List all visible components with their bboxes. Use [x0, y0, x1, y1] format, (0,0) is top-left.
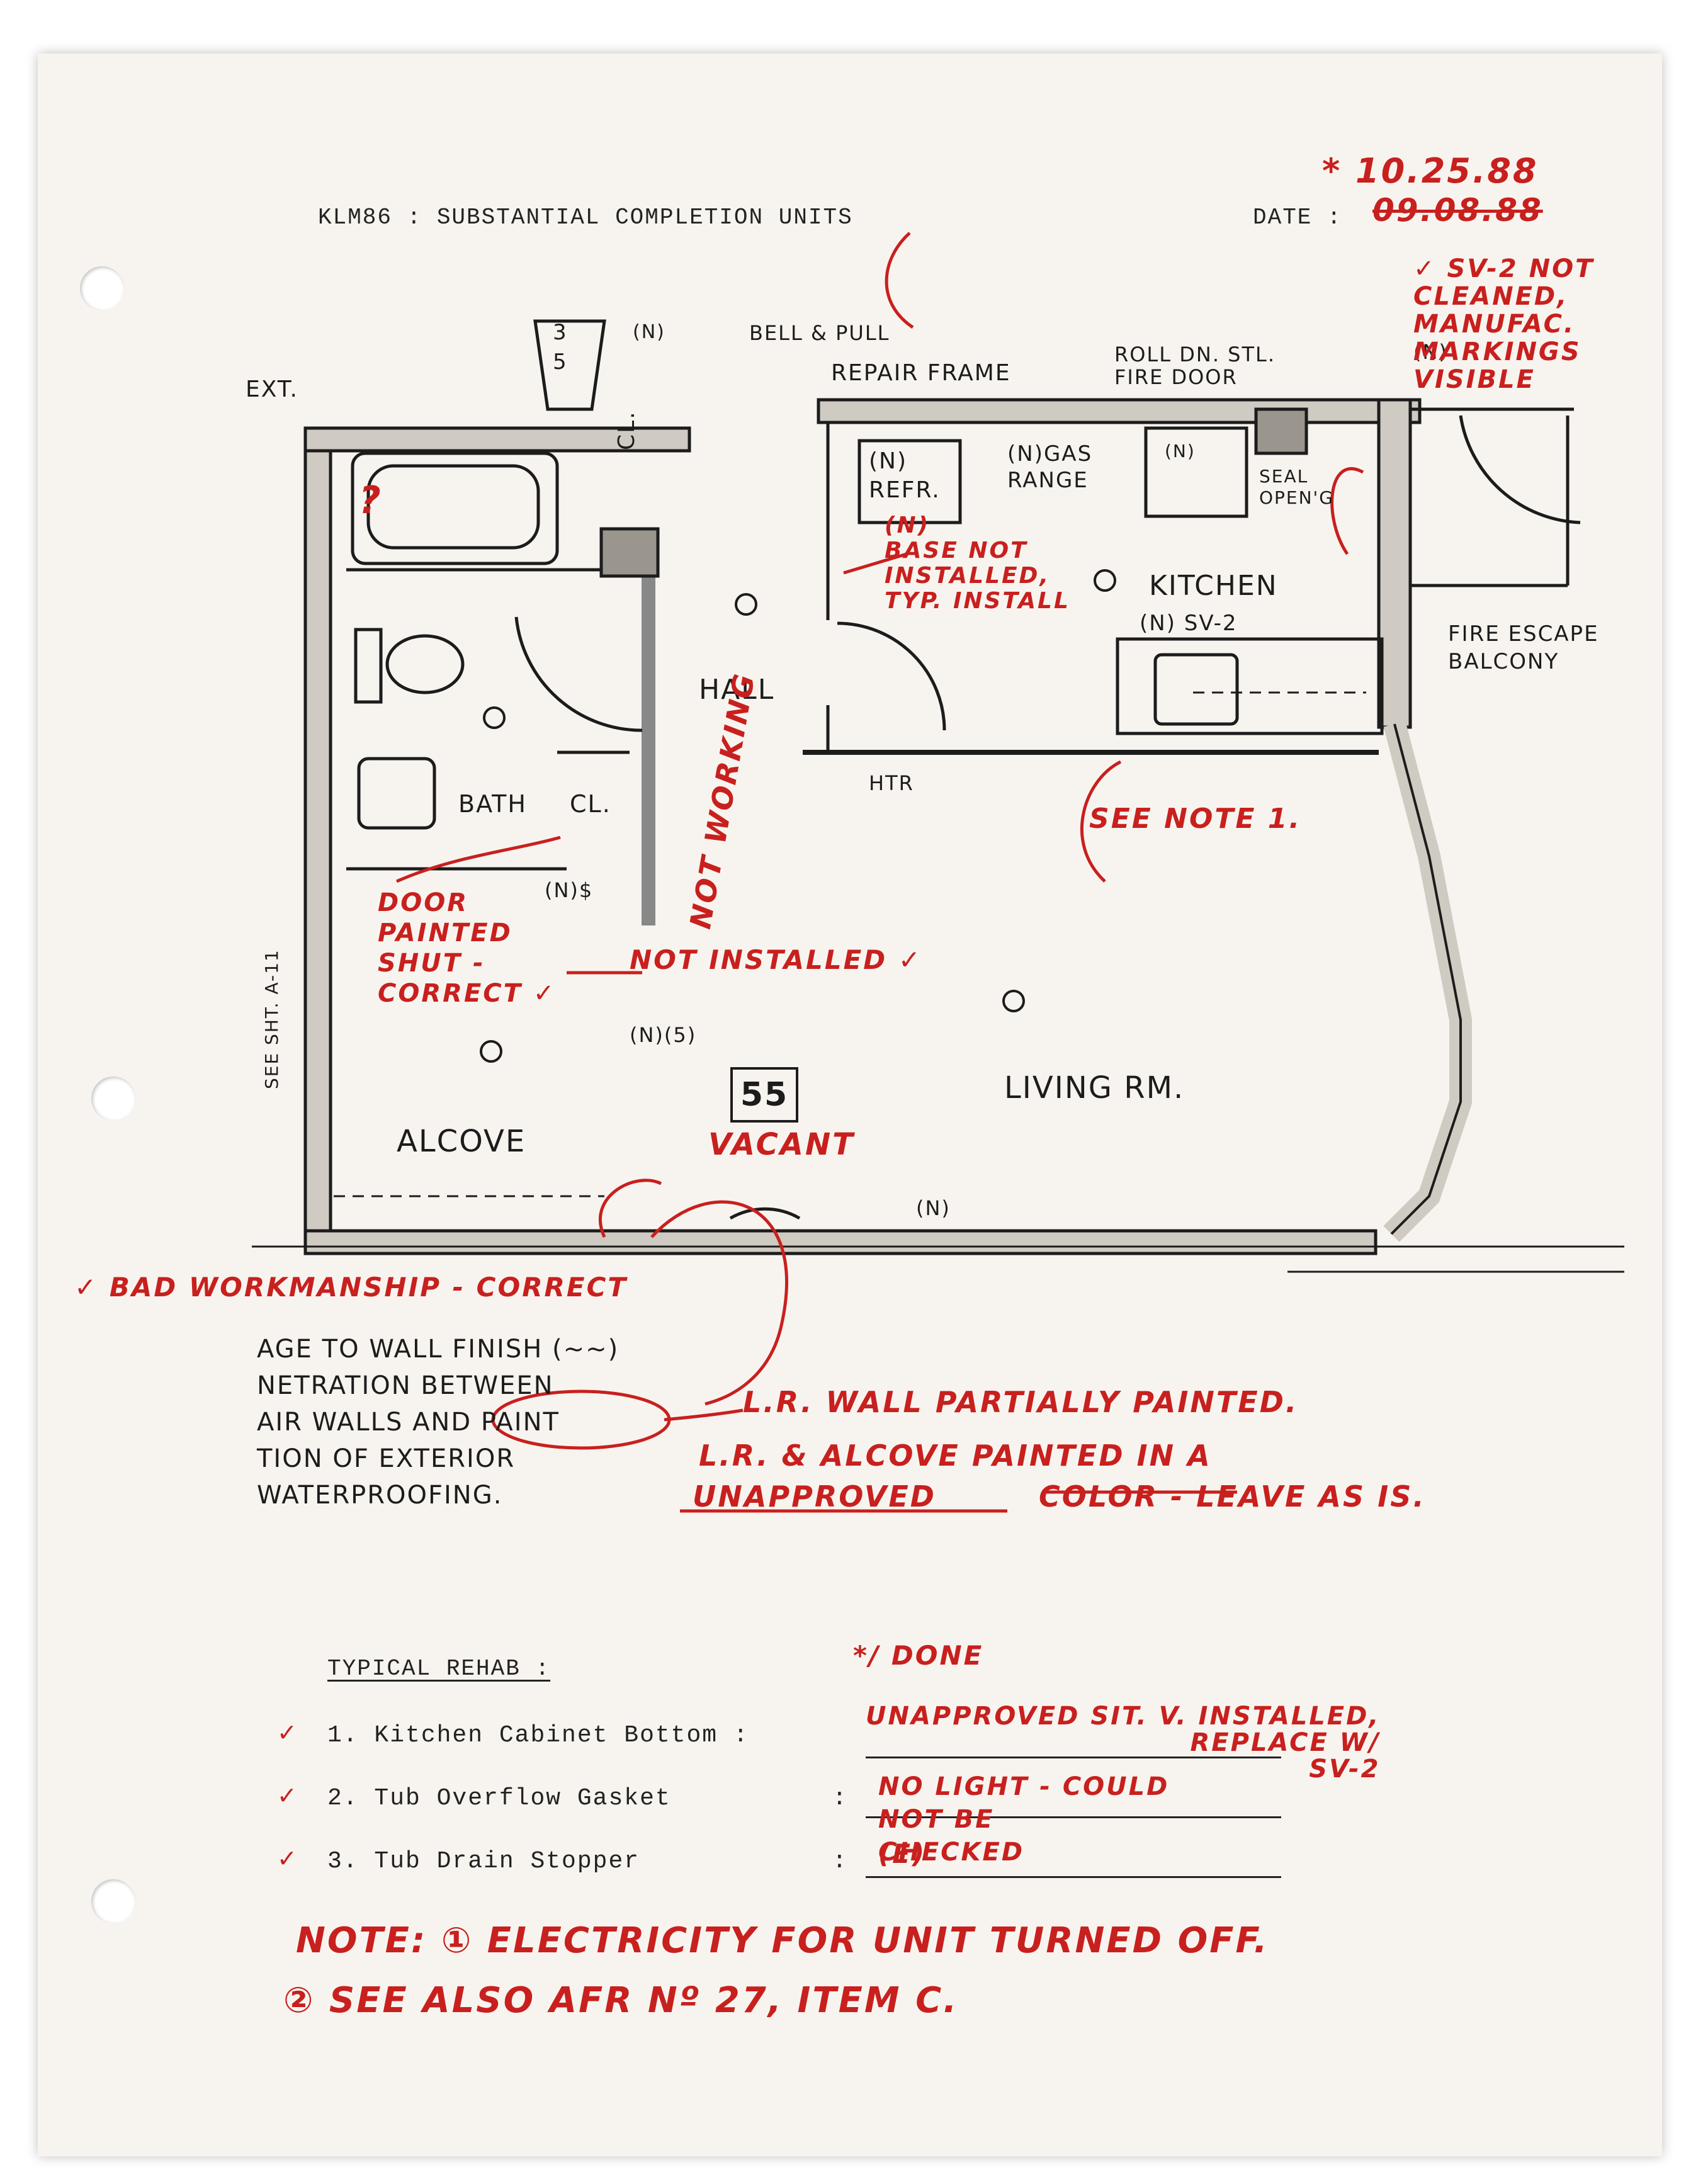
- notes-line-4: TION OF EXTERIOR: [257, 1444, 516, 1473]
- question-mark-note: ?: [359, 478, 383, 523]
- sv2-not-cleaned-note: ✓ SV-2 NOT CLEANED, MANUFAC. MARKINGS VI…: [1413, 254, 1595, 394]
- rehab-item-2-label: 2. Tub Overflow Gasket: [327, 1785, 671, 1812]
- heater-label: HTR: [869, 771, 914, 795]
- hall-label: HALL: [699, 674, 775, 706]
- rehab-item-3-colon: :: [832, 1848, 848, 1875]
- closet-label-lower: CL.: [570, 790, 611, 818]
- closet-label-upper: CL.: [614, 410, 640, 450]
- document-title: KLM86 : SUBSTANTIAL COMPLETION UNITS: [318, 205, 853, 230]
- rehab-item-3-line: [866, 1876, 1281, 1878]
- repair-frame-label: REPAIR FRAME: [831, 360, 1011, 386]
- stair-number-bottom: 5: [553, 349, 568, 375]
- see-sheet-label: SEE SHT. A-11: [261, 949, 282, 1089]
- gas-range-label: (N)GAS RANGE: [1007, 441, 1093, 493]
- seal-opening-label: SEAL OPEN'G: [1259, 466, 1334, 508]
- rehab-item-1-check: ✓: [277, 1719, 299, 1746]
- note-n-top: (N): [633, 321, 665, 343]
- sv2-label: (N) SV-2: [1140, 611, 1238, 636]
- note-line-2: ② SEE ALSO AFR Nº 27, ITEM C.: [283, 1980, 959, 2021]
- see-note-1: SEE NOTE 1.: [1089, 803, 1302, 835]
- unapproved-note: UNAPPROVED: [693, 1480, 936, 1514]
- bad-workmanship-note: ✓ BAD WORKMANSHIP - CORRECT: [74, 1272, 628, 1303]
- rehab-item-3-check: ✓: [277, 1845, 299, 1872]
- rehab-item-2-line: [866, 1816, 1281, 1818]
- fire-door-label: ROLL DN. STL. FIRE DOOR: [1114, 342, 1276, 389]
- base-not-installed-note: (N) BASE NOT INSTALLED, TYP. INSTALL: [885, 512, 1070, 614]
- kitchen-label: KITCHEN: [1149, 570, 1278, 602]
- notes-line-5: WATERPROOFING.: [257, 1481, 503, 1510]
- typical-rehab-heading: TYPICAL REHAB :: [327, 1656, 551, 1682]
- done-mark: */ DONE: [853, 1640, 984, 1671]
- notes-line-3: AIR WALLS AND PAINT: [257, 1408, 560, 1437]
- vacant-note: VACANT: [708, 1127, 855, 1162]
- punch-hole: [91, 1077, 135, 1121]
- bell-pull-label: BELL & PULL: [749, 321, 890, 345]
- not-installed-note: NOT INSTALLED ✓: [630, 944, 922, 975]
- door-painted-note: DOOR PAINTED SHUT - CORRECT ✓: [378, 888, 557, 1008]
- note-line-1: NOTE: ① ELECTRICITY FOR UNIT TURNED OFF.: [296, 1920, 1269, 1961]
- rehab-item-1-label: 1. Kitchen Cabinet Bottom :: [327, 1722, 749, 1749]
- punch-hole: [80, 266, 124, 310]
- rehab-item-1-line: [866, 1757, 1281, 1758]
- rehab-item-3-answer: (E): [878, 1838, 927, 1869]
- punch-hole: [91, 1879, 135, 1923]
- refrigerator-label: (N) REFR.: [869, 448, 941, 503]
- rehab-item-2-answer: NO LIGHT - COULD NOT BE CHECKED: [878, 1772, 1170, 1867]
- date-original: 09.08.88: [1372, 192, 1543, 229]
- fire-escape-label: FIRE ESCAPE BALCONY: [1448, 621, 1599, 674]
- unit-number-box: 55: [730, 1067, 798, 1123]
- date-label: DATE :: [1253, 205, 1342, 230]
- phone-n-label: (N): [916, 1196, 951, 1220]
- date-revised: * 10.25.88: [1322, 151, 1539, 191]
- lr-wall-note: L.R. WALL PARTIALLY PAINTED.: [743, 1385, 1299, 1419]
- color-leave-note: COLOR - LEAVE AS IS.: [1039, 1480, 1426, 1514]
- outlet-n-label: (N)$: [545, 878, 594, 902]
- stair-number-top: 3: [553, 320, 568, 345]
- notes-line-1: AGE TO WALL FINISH (~~): [257, 1335, 620, 1364]
- range-n-label: (N): [1165, 441, 1196, 461]
- alcove-label: ALCOVE: [397, 1124, 526, 1159]
- living-room-label: LIVING RM.: [1004, 1070, 1185, 1106]
- lr-alcove-note: L.R. & ALCOVE PAINTED IN A: [699, 1439, 1212, 1473]
- bath-label: BATH: [458, 790, 527, 818]
- ext-label: EXT.: [246, 376, 298, 402]
- note-n-right: (N): [1413, 340, 1448, 364]
- rehab-item-1-answer: UNAPPROVED SIT. V. INSTALLED, REPLACE W/…: [866, 1702, 1381, 1784]
- rehab-item-3-label: 3. Tub Drain Stopper: [327, 1848, 640, 1875]
- rehab-item-2-colon: :: [832, 1785, 848, 1812]
- outlet-n5-label: (N)(5): [630, 1023, 697, 1047]
- rehab-item-2-check: ✓: [277, 1782, 299, 1809]
- notes-line-2: NETRATION BETWEEN: [257, 1371, 554, 1400]
